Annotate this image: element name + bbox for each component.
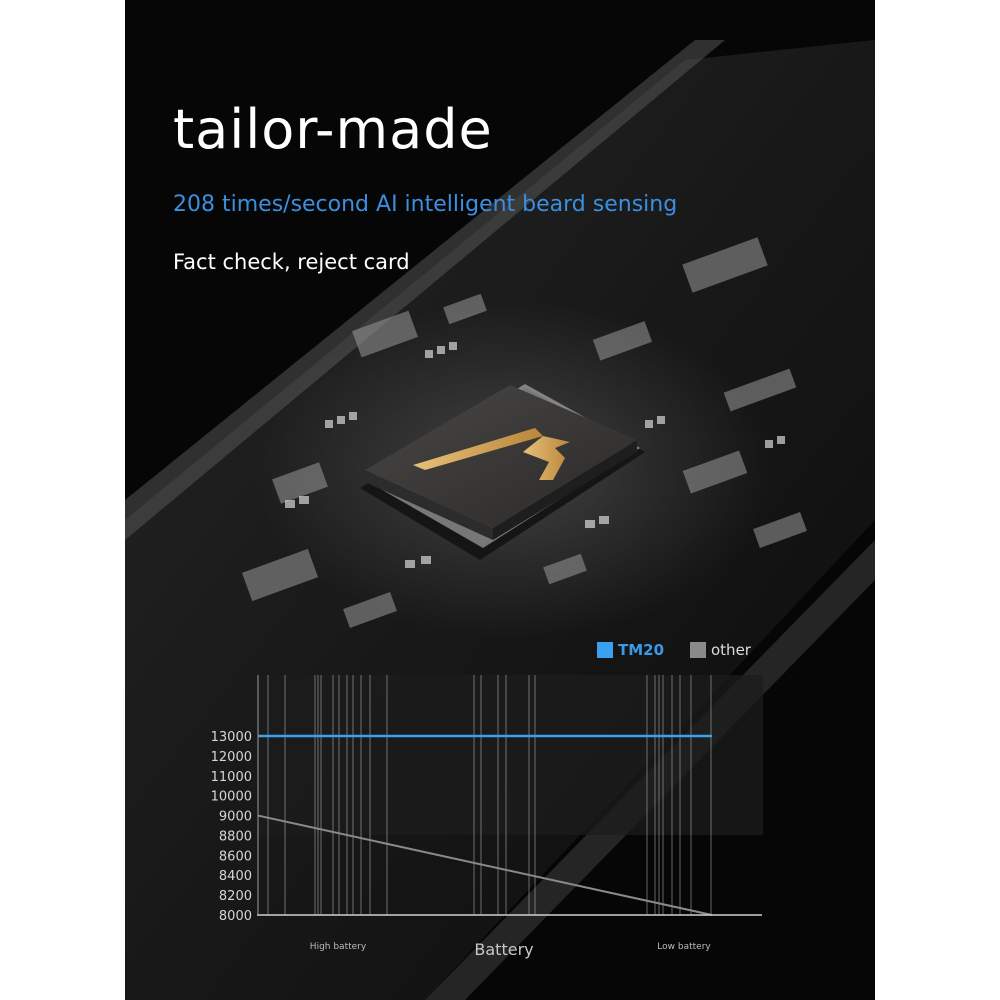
- legend-other-label: other: [711, 641, 751, 659]
- chart-gridlines: [267, 675, 712, 915]
- legend-tm20: TM20: [597, 641, 664, 659]
- product-panel: tailor-made 208 times/second AI intellig…: [125, 0, 875, 1000]
- battery-rpm-chart: 8000 8200 8400 8600 8800 9000 10000 11000 12000 1…: [211, 675, 763, 959]
- x-axis-label: Battery: [474, 940, 533, 959]
- y-tick-label: 12000: [211, 750, 252, 765]
- headline: tailor-made: [173, 98, 493, 161]
- y-tick-label: 8200: [219, 889, 252, 904]
- y-axis-ticks: 8000 8200 8400 8600 8800 9000 10000 11000 12000 1…: [211, 730, 252, 924]
- series-line-other: [257, 814, 713, 916]
- y-tick-label: 13000: [211, 730, 252, 745]
- tagline: Fact check, reject card: [173, 250, 410, 274]
- legend-other: other: [690, 641, 751, 659]
- y-tick-label: 11000: [211, 770, 252, 785]
- y-tick-label: 9000: [219, 810, 252, 825]
- chart-plot-background: [258, 675, 763, 835]
- x-tick-label: Low battery: [657, 942, 711, 952]
- x-tick-label: High battery: [310, 942, 367, 952]
- subheadline: 208 times/second AI intelligent beard se…: [173, 192, 678, 217]
- legend-tm20-label: TM20: [618, 641, 665, 659]
- y-tick-label: 8800: [219, 829, 252, 844]
- y-tick-label: 8600: [219, 849, 252, 864]
- y-tick-label: 10000: [211, 790, 252, 805]
- legend-other-swatch: [690, 642, 706, 658]
- chart-series: [257, 734, 713, 916]
- y-tick-label: 8400: [219, 869, 252, 884]
- x-axis-ticks: High battery Low battery: [310, 942, 712, 952]
- legend-tm20-swatch: [597, 642, 613, 658]
- y-tick-label: 8000: [219, 909, 252, 924]
